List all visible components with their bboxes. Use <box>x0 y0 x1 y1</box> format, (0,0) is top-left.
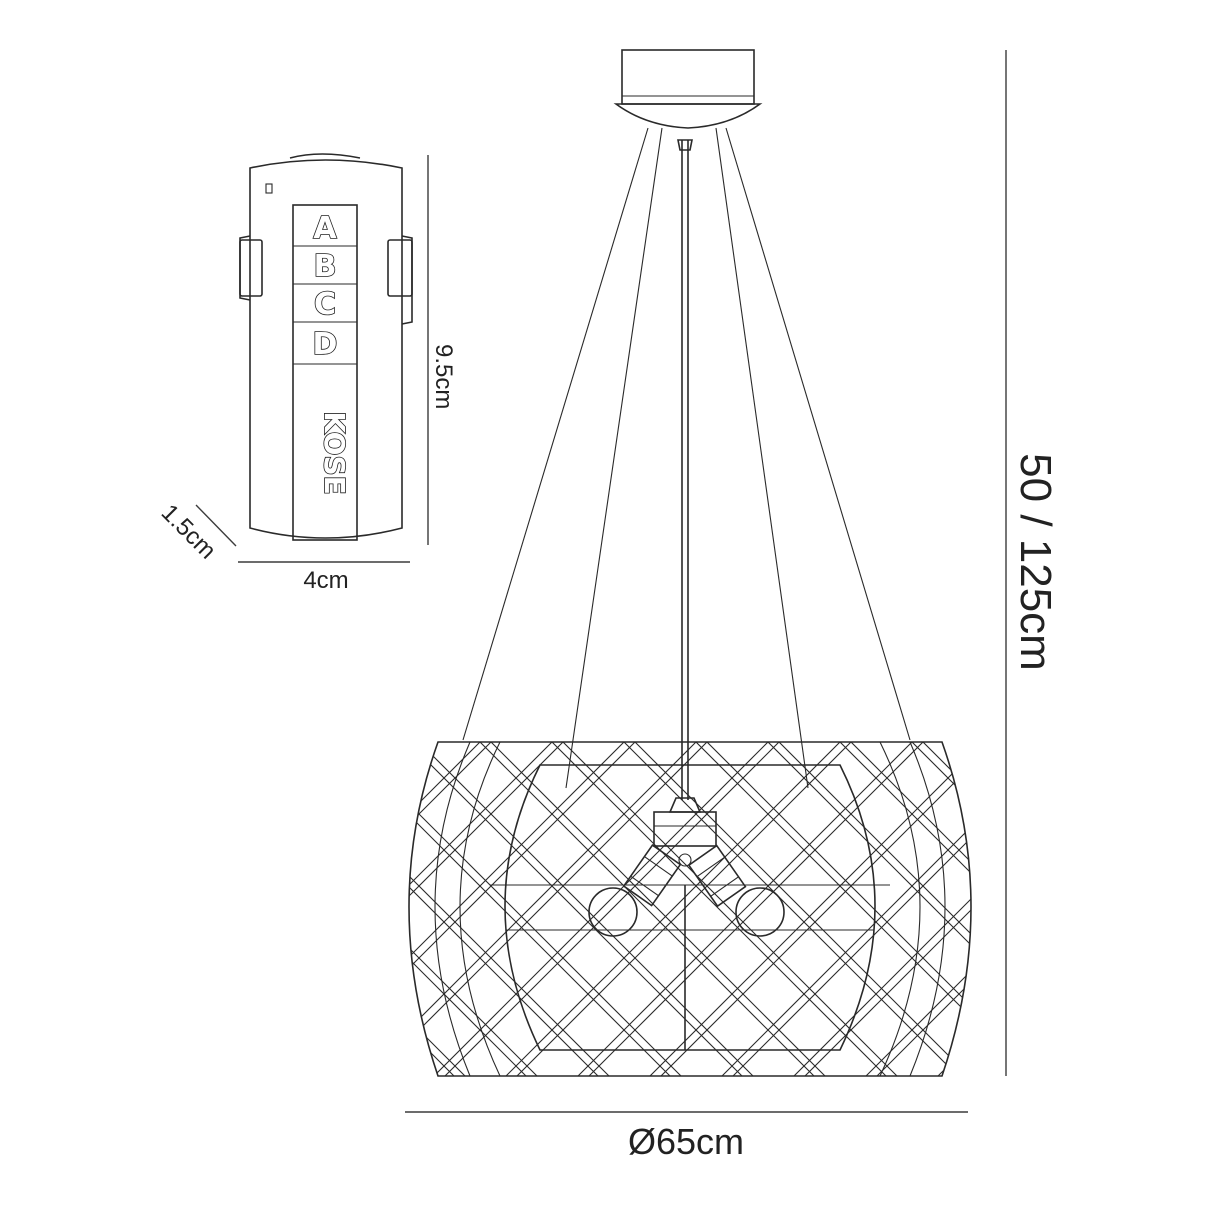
lattice-strut <box>1128 742 1214 1076</box>
lattice-strut <box>409 742 466 1076</box>
lattice-strut <box>409 742 420 1076</box>
lattice-strut <box>551 742 887 1076</box>
lattice-strut <box>1067 742 1214 1076</box>
lattice-strut <box>623 742 959 1076</box>
lattice-strut <box>409 742 538 1076</box>
lattice-strut <box>0 742 203 1076</box>
lattice-strut <box>793 742 971 1076</box>
lattice-strut <box>839 742 971 1076</box>
outer-lattice-shade <box>0 741 1214 1077</box>
suspension-wires <box>462 127 911 800</box>
lattice-strut <box>937 742 971 1076</box>
remote-control <box>239 153 413 541</box>
lattice-strut <box>634 742 970 1076</box>
lattice-strut <box>74 742 408 1076</box>
lattice-strut <box>505 742 841 1076</box>
lattice-strut <box>409 742 682 1076</box>
lattice-strut <box>2 742 336 1076</box>
lattice-strut <box>778 742 971 1076</box>
lattice-strut <box>409 742 599 1076</box>
lattice-strut <box>0 742 275 1076</box>
lattice-strut <box>409 742 743 1076</box>
light-bulb-left <box>588 887 638 937</box>
lattice-strut <box>922 742 971 1076</box>
lattice-strut <box>660 742 971 1076</box>
diameter-label: Ø65cm <box>628 1121 744 1162</box>
lattice-strut <box>588 742 924 1076</box>
remote-brand-logo: KOSE <box>318 411 351 495</box>
lattice-strut <box>732 742 971 1076</box>
lattice-strut <box>13 742 347 1076</box>
remote-height-label: 9.5cm <box>430 344 457 409</box>
lattice-strut <box>409 742 481 1076</box>
lattice-strut <box>876 742 971 1076</box>
lattice-strut <box>995 742 1214 1076</box>
remote-button-c: C <box>314 287 336 322</box>
light-bulb-right <box>735 887 785 937</box>
lattice-strut <box>649 742 971 1076</box>
lattice-strut <box>433 742 769 1076</box>
lattice-strut <box>865 742 971 1076</box>
lattice-strut <box>1139 742 1214 1076</box>
lattice-strut <box>490 742 826 1076</box>
lattice-strut <box>479 742 815 1076</box>
lattice-strut <box>409 742 527 1076</box>
lattice-strut <box>767 742 971 1076</box>
remote-button-d: D <box>313 327 338 362</box>
lattice-strut <box>0 742 120 1076</box>
remote-button-b: B <box>314 249 337 284</box>
lattice-strut <box>409 742 708 1076</box>
lattice-strut <box>1056 742 1214 1076</box>
lattice-strut <box>409 742 455 1076</box>
lattice-strut <box>850 742 971 1076</box>
lattice-strut <box>409 742 564 1076</box>
lattice-strut <box>562 742 898 1076</box>
lattice-strut <box>409 742 636 1076</box>
lattice-strut <box>409 742 553 1076</box>
drop-height-label: 50 / 125cm <box>1011 453 1060 671</box>
lattice-strut <box>0 742 131 1076</box>
lattice-strut <box>516 742 852 1076</box>
lattice-strut <box>409 742 671 1076</box>
lattice-strut <box>577 742 913 1076</box>
lattice-strut <box>1200 742 1214 1076</box>
lattice-strut <box>409 742 625 1076</box>
lattice-strut <box>706 742 971 1076</box>
lattice-strut <box>721 742 971 1076</box>
lattice-strut <box>0 742 264 1076</box>
lattice-strut <box>984 742 1214 1076</box>
remote-button-a: A <box>313 211 337 246</box>
remote-dimension-lines <box>195 155 429 563</box>
lattice-strut <box>804 742 971 1076</box>
remote-depth-label: 1.5cm <box>156 499 221 564</box>
ceiling-canopy <box>613 49 763 129</box>
lattice-strut <box>948 742 971 1076</box>
lattice-strut <box>444 742 780 1076</box>
remote-width-label: 4cm <box>303 567 348 594</box>
lattice-strut <box>695 742 971 1076</box>
lattice-strut <box>409 742 492 1076</box>
lattice-strut <box>0 742 192 1076</box>
lamp-holders <box>588 797 785 937</box>
lattice-strut <box>418 742 754 1076</box>
lattice-strut <box>409 742 610 1076</box>
